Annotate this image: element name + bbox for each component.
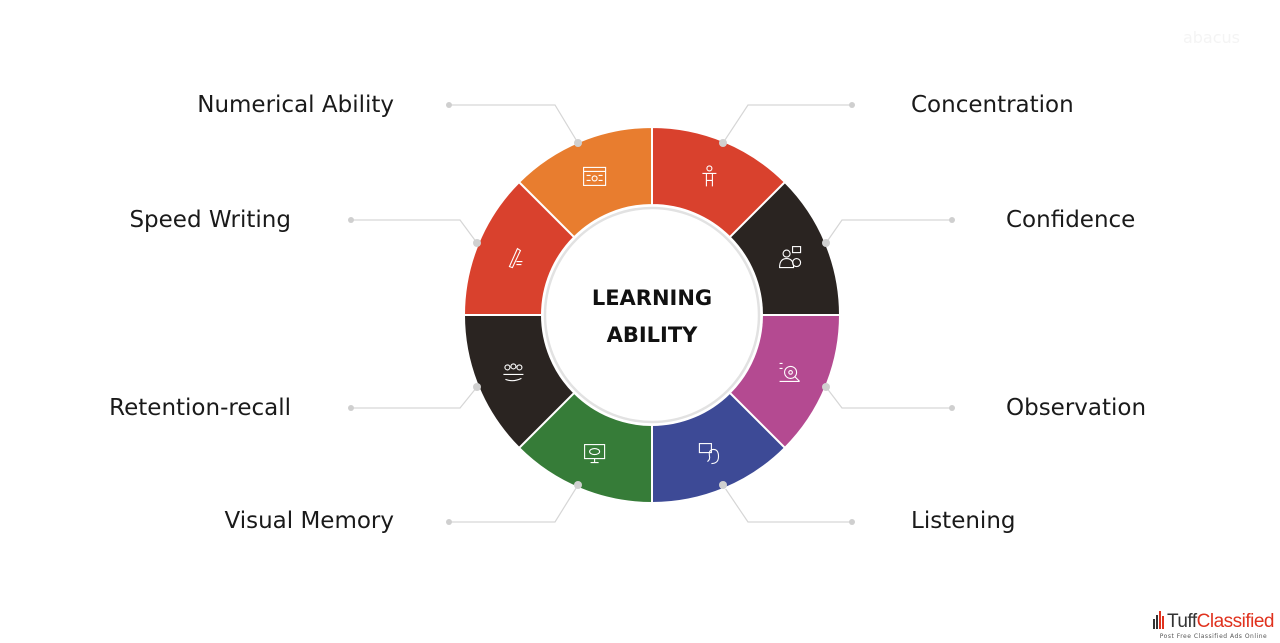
tuffclassified-logo: TuffClassified Post Free Classified Ads … xyxy=(1152,611,1275,640)
connector-line-3 xyxy=(722,484,852,523)
connector-line-0 xyxy=(722,104,852,144)
label-observation: Observation xyxy=(1006,395,1147,421)
connector-end-dot-5 xyxy=(348,405,354,411)
connector-line-7 xyxy=(449,104,579,144)
connector-ring-dot-1 xyxy=(822,239,830,247)
connector-ring-dot-0 xyxy=(719,139,727,147)
pen-writing-icon xyxy=(508,247,523,269)
connector-ring-dot-6 xyxy=(473,239,481,247)
connector-end-dot-4 xyxy=(446,519,452,525)
logo-brand-b: Classified xyxy=(1196,611,1275,632)
segment-numerical-ability xyxy=(517,125,653,239)
watermark: abacus xyxy=(1182,28,1240,47)
monitor-eye-icon xyxy=(584,444,606,464)
center-title-line2: ABILITY xyxy=(606,323,698,347)
connector-ring-dot-5 xyxy=(473,383,481,391)
people-hand-icon xyxy=(503,363,524,382)
label-confidence: Confidence xyxy=(1006,207,1136,233)
calculator-board-icon xyxy=(583,166,607,186)
label-visual-memory: Visual Memory xyxy=(224,508,394,534)
connector-line-6 xyxy=(351,219,478,244)
connector-end-dot-7 xyxy=(446,102,452,108)
label-retention-recall: Retention-recall xyxy=(109,395,291,421)
speech-ear-icon xyxy=(698,443,720,465)
logo-tagline: Post Free Classified Ads Online xyxy=(1159,633,1268,640)
connector-ring-dot-2 xyxy=(822,383,830,391)
connector-ring-dot-4 xyxy=(574,481,582,489)
connector-end-dot-2 xyxy=(949,405,955,411)
connector-line-4 xyxy=(449,484,579,523)
label-numerical-ability: Numerical Ability xyxy=(197,92,394,118)
connector-end-dot-6 xyxy=(348,217,354,223)
connector-ring-dot-3 xyxy=(719,481,727,489)
center-title: LEARNING ABILITY xyxy=(552,280,752,354)
person-standing-icon xyxy=(702,165,717,187)
connector-line-1 xyxy=(825,219,952,244)
connector-line-2 xyxy=(825,386,952,409)
connector-ring-dot-7 xyxy=(574,139,582,147)
center-title-line1: LEARNING xyxy=(591,286,713,310)
connector-end-dot-0 xyxy=(849,102,855,108)
label-speed-writing: Speed Writing xyxy=(129,207,291,233)
magnifier-eye-icon xyxy=(779,362,800,382)
center-circle xyxy=(543,206,761,424)
connector-line-5 xyxy=(351,386,478,409)
connector-end-dot-1 xyxy=(949,217,955,223)
connector-end-dot-3 xyxy=(849,519,855,525)
presenter-award-icon xyxy=(779,246,802,269)
label-concentration: Concentration xyxy=(911,92,1074,118)
label-listening: Listening xyxy=(911,508,1016,534)
logo-brand-a: Tuff xyxy=(1166,611,1197,632)
bar-logo-icon xyxy=(1152,611,1164,629)
